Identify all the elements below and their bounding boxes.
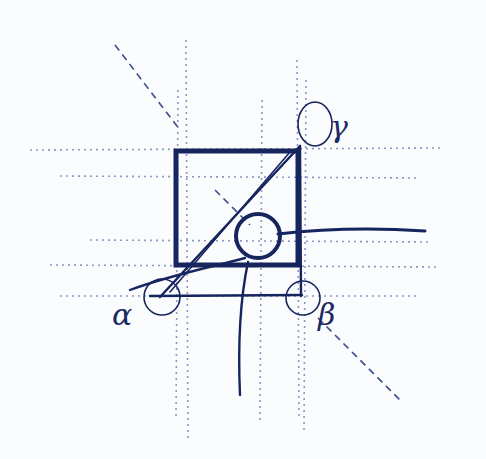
- vertex-label: γ: [330, 112, 348, 142]
- vertex-circle: [286, 281, 320, 315]
- vertex-circle: [298, 102, 332, 146]
- diagonal-guides: [115, 45, 400, 400]
- vertex-label: α: [112, 300, 132, 330]
- vertex-label: β: [318, 300, 335, 330]
- figure: [130, 102, 425, 395]
- construction-lines: [30, 40, 440, 440]
- incircle: [236, 214, 280, 258]
